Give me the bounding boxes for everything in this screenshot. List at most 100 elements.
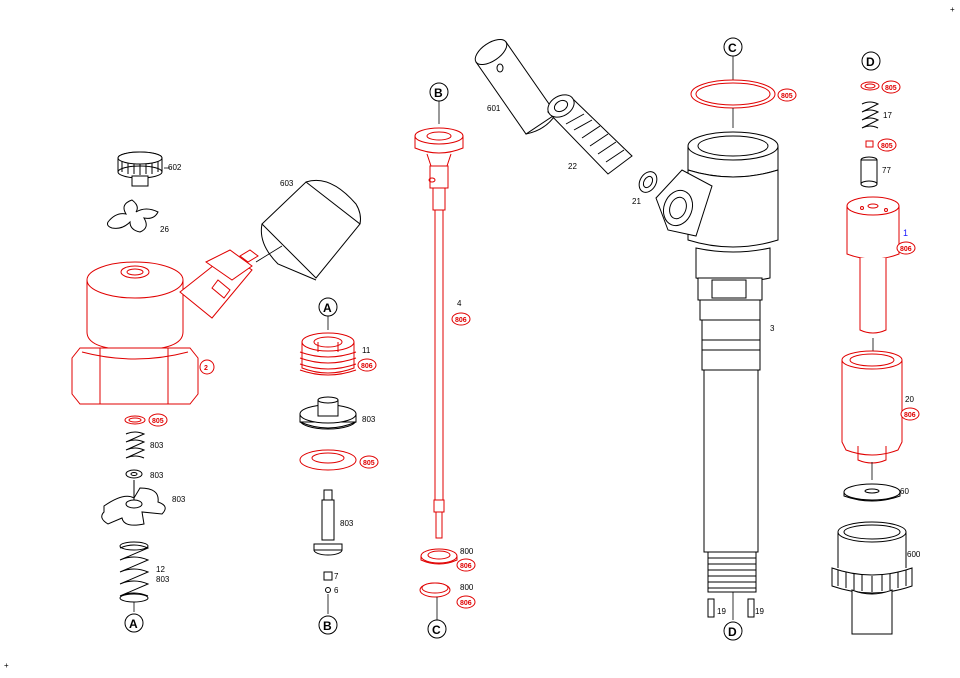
column-body-group: 601 22 21 C 805: [471, 34, 797, 641]
svg-text:805: 805: [781, 93, 793, 100]
label-803-c: 803: [172, 495, 186, 504]
part-600-nozzle-cap[interactable]: [831, 521, 913, 635]
label-19-left: 19: [717, 607, 726, 616]
part-77-spacer[interactable]: [860, 156, 878, 188]
svg-text:2: 2: [204, 365, 208, 372]
badge-806-part-20: 806: [900, 407, 920, 421]
svg-text:806: 806: [904, 412, 916, 419]
svg-text:805: 805: [363, 460, 375, 467]
part-805-o-ring-col5[interactable]: [860, 81, 880, 91]
label-803-f: 803: [340, 519, 354, 528]
part-805-o-ring-col1[interactable]: [124, 415, 146, 425]
ref-circle-D-bottom[interactable]: D: [723, 621, 743, 641]
label-4: 4: [457, 299, 462, 308]
label-21: 21: [632, 197, 641, 206]
part-21-washer[interactable]: [636, 168, 661, 195]
part-800-seal-ring-a[interactable]: [420, 548, 458, 565]
svg-text:C: C: [728, 41, 737, 55]
label-600: 600: [907, 550, 921, 559]
badge-806-part-1: 806: [896, 241, 916, 255]
svg-text:806: 806: [455, 317, 467, 324]
label-6: 6: [334, 586, 339, 595]
part-805-seal-col2[interactable]: [299, 449, 357, 471]
corner-mark-top-right: +: [950, 5, 955, 14]
part-7-ball-seat[interactable]: [323, 571, 333, 581]
part-803-valve-piece[interactable]: [299, 396, 357, 430]
svg-text:C: C: [432, 623, 441, 637]
part-1-nozzle[interactable]: [846, 196, 900, 334]
ref-circle-B-bottom[interactable]: B: [318, 615, 338, 635]
part-602-knurled-nut[interactable]: [117, 151, 163, 187]
label-803-e: 803: [362, 415, 376, 424]
part-603-solenoid-cap[interactable]: [260, 179, 361, 281]
label-22: 22: [568, 162, 577, 171]
label-20: 20: [905, 395, 914, 404]
badge-2: 2: [199, 359, 215, 375]
svg-text:806: 806: [900, 246, 912, 253]
part-20-nozzle-nut[interactable]: [841, 350, 903, 464]
svg-text:A: A: [323, 301, 332, 315]
svg-text:805: 805: [885, 85, 897, 92]
part-19-pin-right[interactable]: [747, 598, 755, 618]
badge-805-col2: 805: [359, 455, 379, 469]
part-805-tiny-seal[interactable]: [865, 140, 874, 148]
part-60-washer[interactable]: [843, 483, 901, 502]
column-valve-group: A 11 806 803: [299, 297, 379, 635]
svg-text:805: 805: [881, 143, 893, 150]
ref-circle-D-top[interactable]: D: [861, 51, 881, 71]
label-12: 12: [156, 565, 165, 574]
part-601-protective-cap[interactable]: [471, 34, 557, 135]
label-1: 1: [903, 228, 908, 238]
part-11-valve-nut[interactable]: [299, 332, 357, 376]
svg-text:D: D: [728, 625, 737, 639]
ref-circle-C-bottom[interactable]: C: [427, 619, 447, 639]
label-800-b: 800: [460, 583, 474, 592]
part-800-seal-ring-b[interactable]: [419, 582, 451, 598]
label-17: 17: [883, 111, 892, 120]
label-77: 77: [882, 166, 891, 175]
part-17-nozzle-spring[interactable]: [861, 101, 880, 129]
label-800-a: 800: [460, 547, 474, 556]
label-602: 602: [168, 163, 182, 172]
corner-mark-bottom-left: +: [4, 661, 9, 670]
svg-text:B: B: [434, 86, 443, 100]
label-60: 60: [900, 487, 909, 496]
part-803-spring-col1[interactable]: [125, 431, 146, 459]
part-26-spring-clip[interactable]: [107, 199, 159, 233]
label-7: 7: [334, 572, 339, 581]
part-2-solenoid-housing[interactable]: [71, 249, 259, 405]
badge-805-col1: 805: [148, 413, 168, 427]
part-803-armature-plate[interactable]: [101, 480, 166, 526]
svg-text:806: 806: [460, 563, 472, 570]
svg-text:805: 805: [152, 418, 164, 425]
ref-circle-A-bottom[interactable]: A: [124, 613, 144, 633]
svg-text:B: B: [323, 619, 332, 633]
part-3-injector-body[interactable]: [655, 131, 779, 593]
badge-806-part-4: 806: [451, 312, 471, 326]
badge-805-col4: 805: [777, 88, 797, 102]
part-22-inlet-connector[interactable]: [544, 90, 633, 175]
badge-805-col5-b: 805: [877, 138, 897, 152]
badge-806-800a: 806: [456, 558, 476, 572]
ref-circle-C-top[interactable]: C: [723, 37, 743, 57]
label-26: 26: [160, 225, 169, 234]
part-803-valve-pin[interactable]: [313, 489, 343, 556]
label-803-b: 803: [150, 471, 164, 480]
ref-circle-A-top[interactable]: A: [318, 297, 338, 317]
label-19-right: 19: [755, 607, 764, 616]
column-pushrod-group: B 4 806 800 806: [414, 82, 476, 639]
svg-text:806: 806: [460, 600, 472, 607]
part-4-push-rod[interactable]: [414, 127, 464, 539]
part-12-main-spring[interactable]: [119, 541, 150, 603]
part-6-ball[interactable]: [325, 587, 331, 593]
label-11: 11: [362, 346, 371, 355]
ref-circle-B-top[interactable]: B: [429, 82, 449, 102]
part-805-o-ring-col4[interactable]: [690, 79, 776, 109]
part-19-pin-left[interactable]: [707, 598, 715, 618]
part-803-shim[interactable]: [125, 469, 143, 479]
label-3: 3: [770, 324, 775, 333]
column-nozzle-group: D 805 17 805 77: [831, 51, 921, 635]
badge-805-col5-a: 805: [881, 80, 901, 94]
label-603: 603: [280, 179, 294, 188]
